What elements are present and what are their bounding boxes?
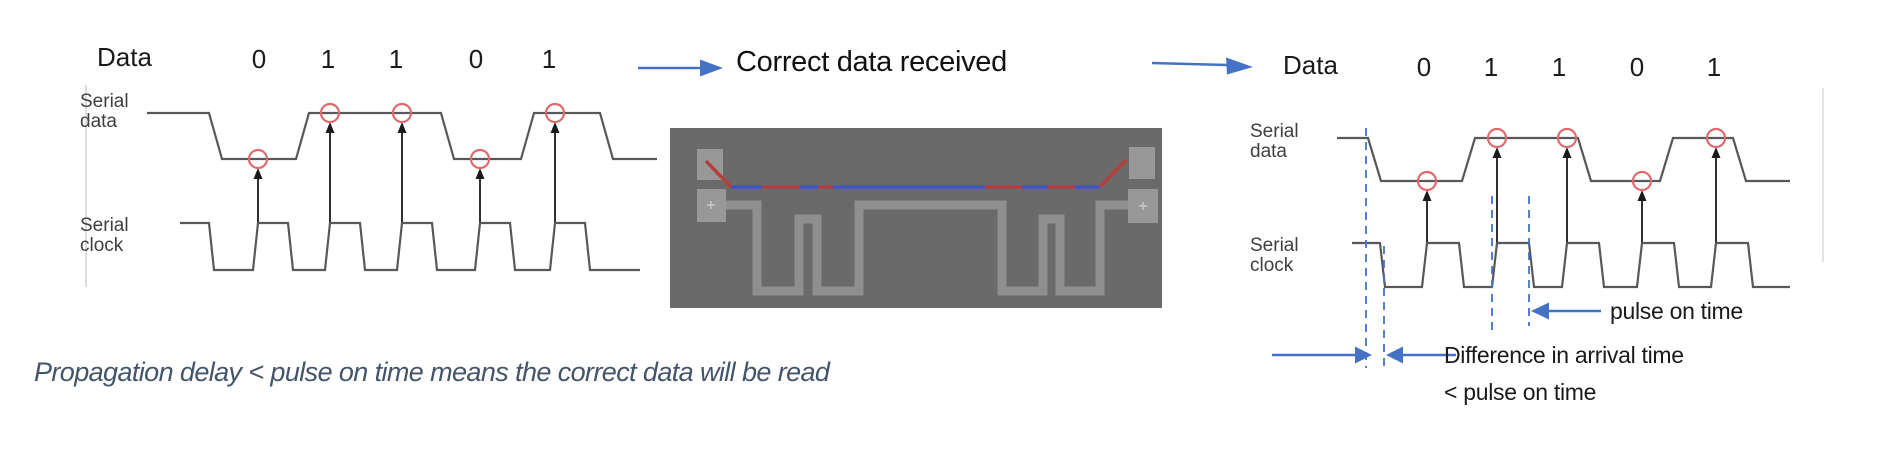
left-bit-2: 1 xyxy=(388,44,404,74)
right-sample-arrowheads xyxy=(1422,147,1721,201)
difference-measure-arrows-icon xyxy=(1272,346,1456,364)
left-timing-diagram xyxy=(147,102,657,272)
timing-dashed-lines xyxy=(1365,128,1530,372)
right-sample-circles xyxy=(1416,127,1727,192)
left-sample-arrows xyxy=(257,131,556,222)
left-data-label: Data xyxy=(97,42,152,72)
right-bit-2: 1 xyxy=(1551,52,1567,82)
left-bit-4: 1 xyxy=(541,44,557,74)
left-bit-3: 0 xyxy=(468,44,484,74)
left-bit-1: 1 xyxy=(320,44,336,74)
right-data-label: Data xyxy=(1283,50,1338,80)
right-bit-1: 1 xyxy=(1483,52,1499,82)
right-serial-data-label: Serial data xyxy=(1250,121,1299,162)
right-serial-clock-label: Serial clock xyxy=(1250,235,1299,276)
right-bit-4: 1 xyxy=(1706,52,1722,82)
pcb-background xyxy=(670,128,1162,308)
right-serial-clock-waveform xyxy=(1352,241,1790,289)
left-serial-clock-label: Serial clock xyxy=(80,215,129,256)
left-serial-clock-waveform xyxy=(180,221,640,272)
left-bit-0: 0 xyxy=(251,44,267,74)
right-bit-3: 0 xyxy=(1629,52,1645,82)
right-sample-arrows xyxy=(1426,156,1717,242)
pcb-pad-cross-marks xyxy=(707,201,1147,210)
center-title: Correct data received xyxy=(736,46,1007,78)
difference-label-line2: < pulse on time xyxy=(1444,379,1597,405)
footnote-text: Propagation delay < pulse on time means … xyxy=(34,357,830,387)
right-serial-data-waveform xyxy=(1337,136,1790,183)
pulse-on-time-arrow-icon xyxy=(1531,302,1601,320)
flow-arrow-left-icon xyxy=(638,59,723,77)
pcb-highlighted-trace xyxy=(704,158,1128,189)
pulse-on-time-label: pulse on time xyxy=(1610,298,1743,324)
difference-label-line1: Difference in arrival time xyxy=(1444,342,1684,368)
left-serial-data-waveform xyxy=(147,111,657,161)
left-sample-arrowheads xyxy=(253,122,560,179)
left-serial-data-label: Serial data xyxy=(80,91,129,132)
right-bit-0: 0 xyxy=(1416,52,1432,82)
flow-arrow-right-icon xyxy=(1151,57,1253,75)
left-sample-circles xyxy=(247,102,566,170)
right-timing-diagram xyxy=(1272,127,1790,372)
pcb-serpentine-trace xyxy=(726,200,1131,296)
pcb-layout-image xyxy=(670,128,1162,308)
